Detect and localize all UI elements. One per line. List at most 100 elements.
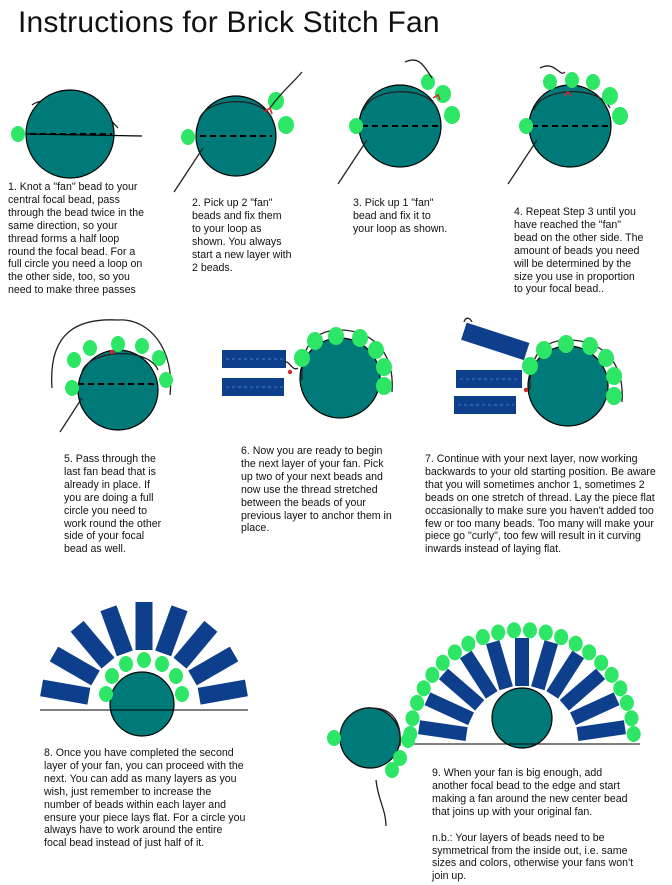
caption-line: beads on one stretch of thread. Lay the …: [425, 491, 655, 504]
caption-line: your loop as shown.: [353, 222, 448, 235]
caption-line: 7. Continue with your next layer, now wo…: [425, 453, 638, 465]
caption-line: 5. Pass through the: [64, 453, 156, 465]
caption-line: another focal bead to the edge and start: [432, 779, 620, 792]
fan-bead: [410, 694, 425, 711]
caption-line: making a fan around the new center bead: [432, 792, 628, 805]
step-3-diagram: [337, 59, 460, 185]
caption-line: always have to work around the entire: [44, 824, 223, 837]
fan-bead: [538, 624, 553, 641]
tube-bead: [188, 646, 239, 686]
caption-line: 8. Once you have completed the second: [44, 747, 234, 759]
tube-bead: [40, 679, 91, 705]
step-5-diagram: [51, 319, 173, 433]
fan-bead: [624, 710, 639, 727]
fan-bead: [435, 654, 450, 671]
step-8-diagram: [40, 602, 248, 737]
caption-line: need to make three passes: [8, 284, 136, 297]
tube-bead: [438, 668, 485, 711]
step-4-diagram: [507, 65, 628, 185]
caption-line: layer of your fan, you can proceed with …: [44, 759, 244, 772]
fan-bead: [507, 622, 522, 639]
caption-line: central focal bead, pass: [8, 193, 120, 206]
caption-line: sizes and colors, otherwise your fans wo…: [432, 857, 634, 870]
caption-line: occasionally to make sure you haven't ad…: [425, 504, 654, 517]
caption-line: piece go "curly", too few will result in…: [425, 530, 641, 543]
step-1-diagram: [11, 89, 143, 179]
fan-bead: [416, 680, 431, 697]
caption-line: now use the thread stretched: [241, 483, 378, 496]
caption-line: 2. Pick up 2 "fan": [192, 197, 273, 209]
caption-line: between the beads of your: [241, 496, 366, 509]
caption-line: that you will sometimes anchor 1, someti…: [425, 478, 645, 491]
tube-bead: [424, 692, 474, 726]
caption-line: through the bead twice in the: [8, 206, 145, 219]
caption-line: amount of beads you need: [514, 244, 640, 257]
fan-bead: [619, 694, 634, 711]
caption-line: will be determined by the: [514, 257, 632, 270]
fan-bead: [425, 666, 440, 683]
fan-bead: [582, 644, 597, 661]
caption-line: round the focal bead. For a: [8, 245, 136, 258]
caption-line: side of your focal: [64, 530, 145, 543]
caption-line: 6. Now you are ready to begin: [241, 445, 383, 457]
tube-bead: [531, 640, 559, 691]
caption-line: next. You can add as many layers as you: [44, 772, 237, 785]
caption-line: size you use in proportion: [514, 270, 635, 283]
fan-bead: [491, 624, 506, 641]
caption-line: to your focal bead..: [514, 283, 605, 296]
caption-line: 4. Repeat Step 3 until you: [514, 206, 636, 218]
caption-line: bead on the other side. The: [514, 231, 644, 244]
caption-line: number of beads within each layer and: [44, 798, 226, 811]
caption-line: place.: [241, 522, 270, 535]
tube-bead: [559, 668, 606, 711]
caption-line: start a new layer with: [192, 248, 292, 261]
tube-bead: [173, 620, 218, 669]
fan-bead: [594, 654, 609, 671]
fan-bead: [447, 644, 462, 661]
tube-bead: [576, 720, 626, 741]
caption-line: inwards instead of laying flat.: [425, 543, 562, 556]
step-6-diagram: [222, 327, 393, 419]
fan-bead: [554, 629, 569, 646]
fan-bead: [475, 629, 490, 646]
fan-bead: [11, 126, 25, 142]
tube-bead: [515, 638, 529, 686]
caption-line: beads and fix them: [192, 209, 282, 222]
caption-line: previous layer to anchor them in: [241, 509, 392, 522]
tube-bead: [418, 720, 468, 741]
fan-bead: [626, 726, 641, 743]
fan-bead: [613, 680, 628, 697]
step-2-diagram: [173, 71, 303, 193]
fan-bead: [461, 635, 476, 652]
tube-bead: [485, 640, 513, 691]
tube-bead: [155, 605, 188, 657]
caption-line: have reached the "fan": [514, 218, 622, 231]
tube-bead: [70, 620, 115, 669]
caption-line: join up.: [432, 870, 467, 883]
caption-line: circle you need to: [64, 504, 148, 517]
caption-line: 1. Knot a "fan" bead to your: [8, 181, 138, 193]
caption-line: you are doing a full: [64, 491, 154, 504]
step-7-caption: 7. Continue with your next layer, now wo…: [425, 453, 670, 556]
caption-line: ensure your piece lays flat. For a circl…: [44, 811, 246, 824]
caption-line: shown. You always: [192, 235, 282, 248]
step-7-diagram: [454, 317, 623, 427]
caption-line: already in place. If: [64, 478, 150, 491]
caption-line: to your loop as: [192, 222, 262, 235]
tube-bead: [100, 605, 133, 657]
caption-line: same direction, so your: [8, 219, 118, 232]
tube-bead: [546, 650, 585, 699]
caption-line: 2 beads.: [192, 261, 233, 274]
caption-line: backwards to your old starting position.…: [425, 465, 656, 478]
caption-line: the next layer of your fan. Pick: [241, 457, 384, 470]
caption-line: work round the other: [64, 517, 162, 530]
tube-bead: [459, 650, 498, 699]
caption-line: thread forms a half loop: [8, 232, 120, 245]
